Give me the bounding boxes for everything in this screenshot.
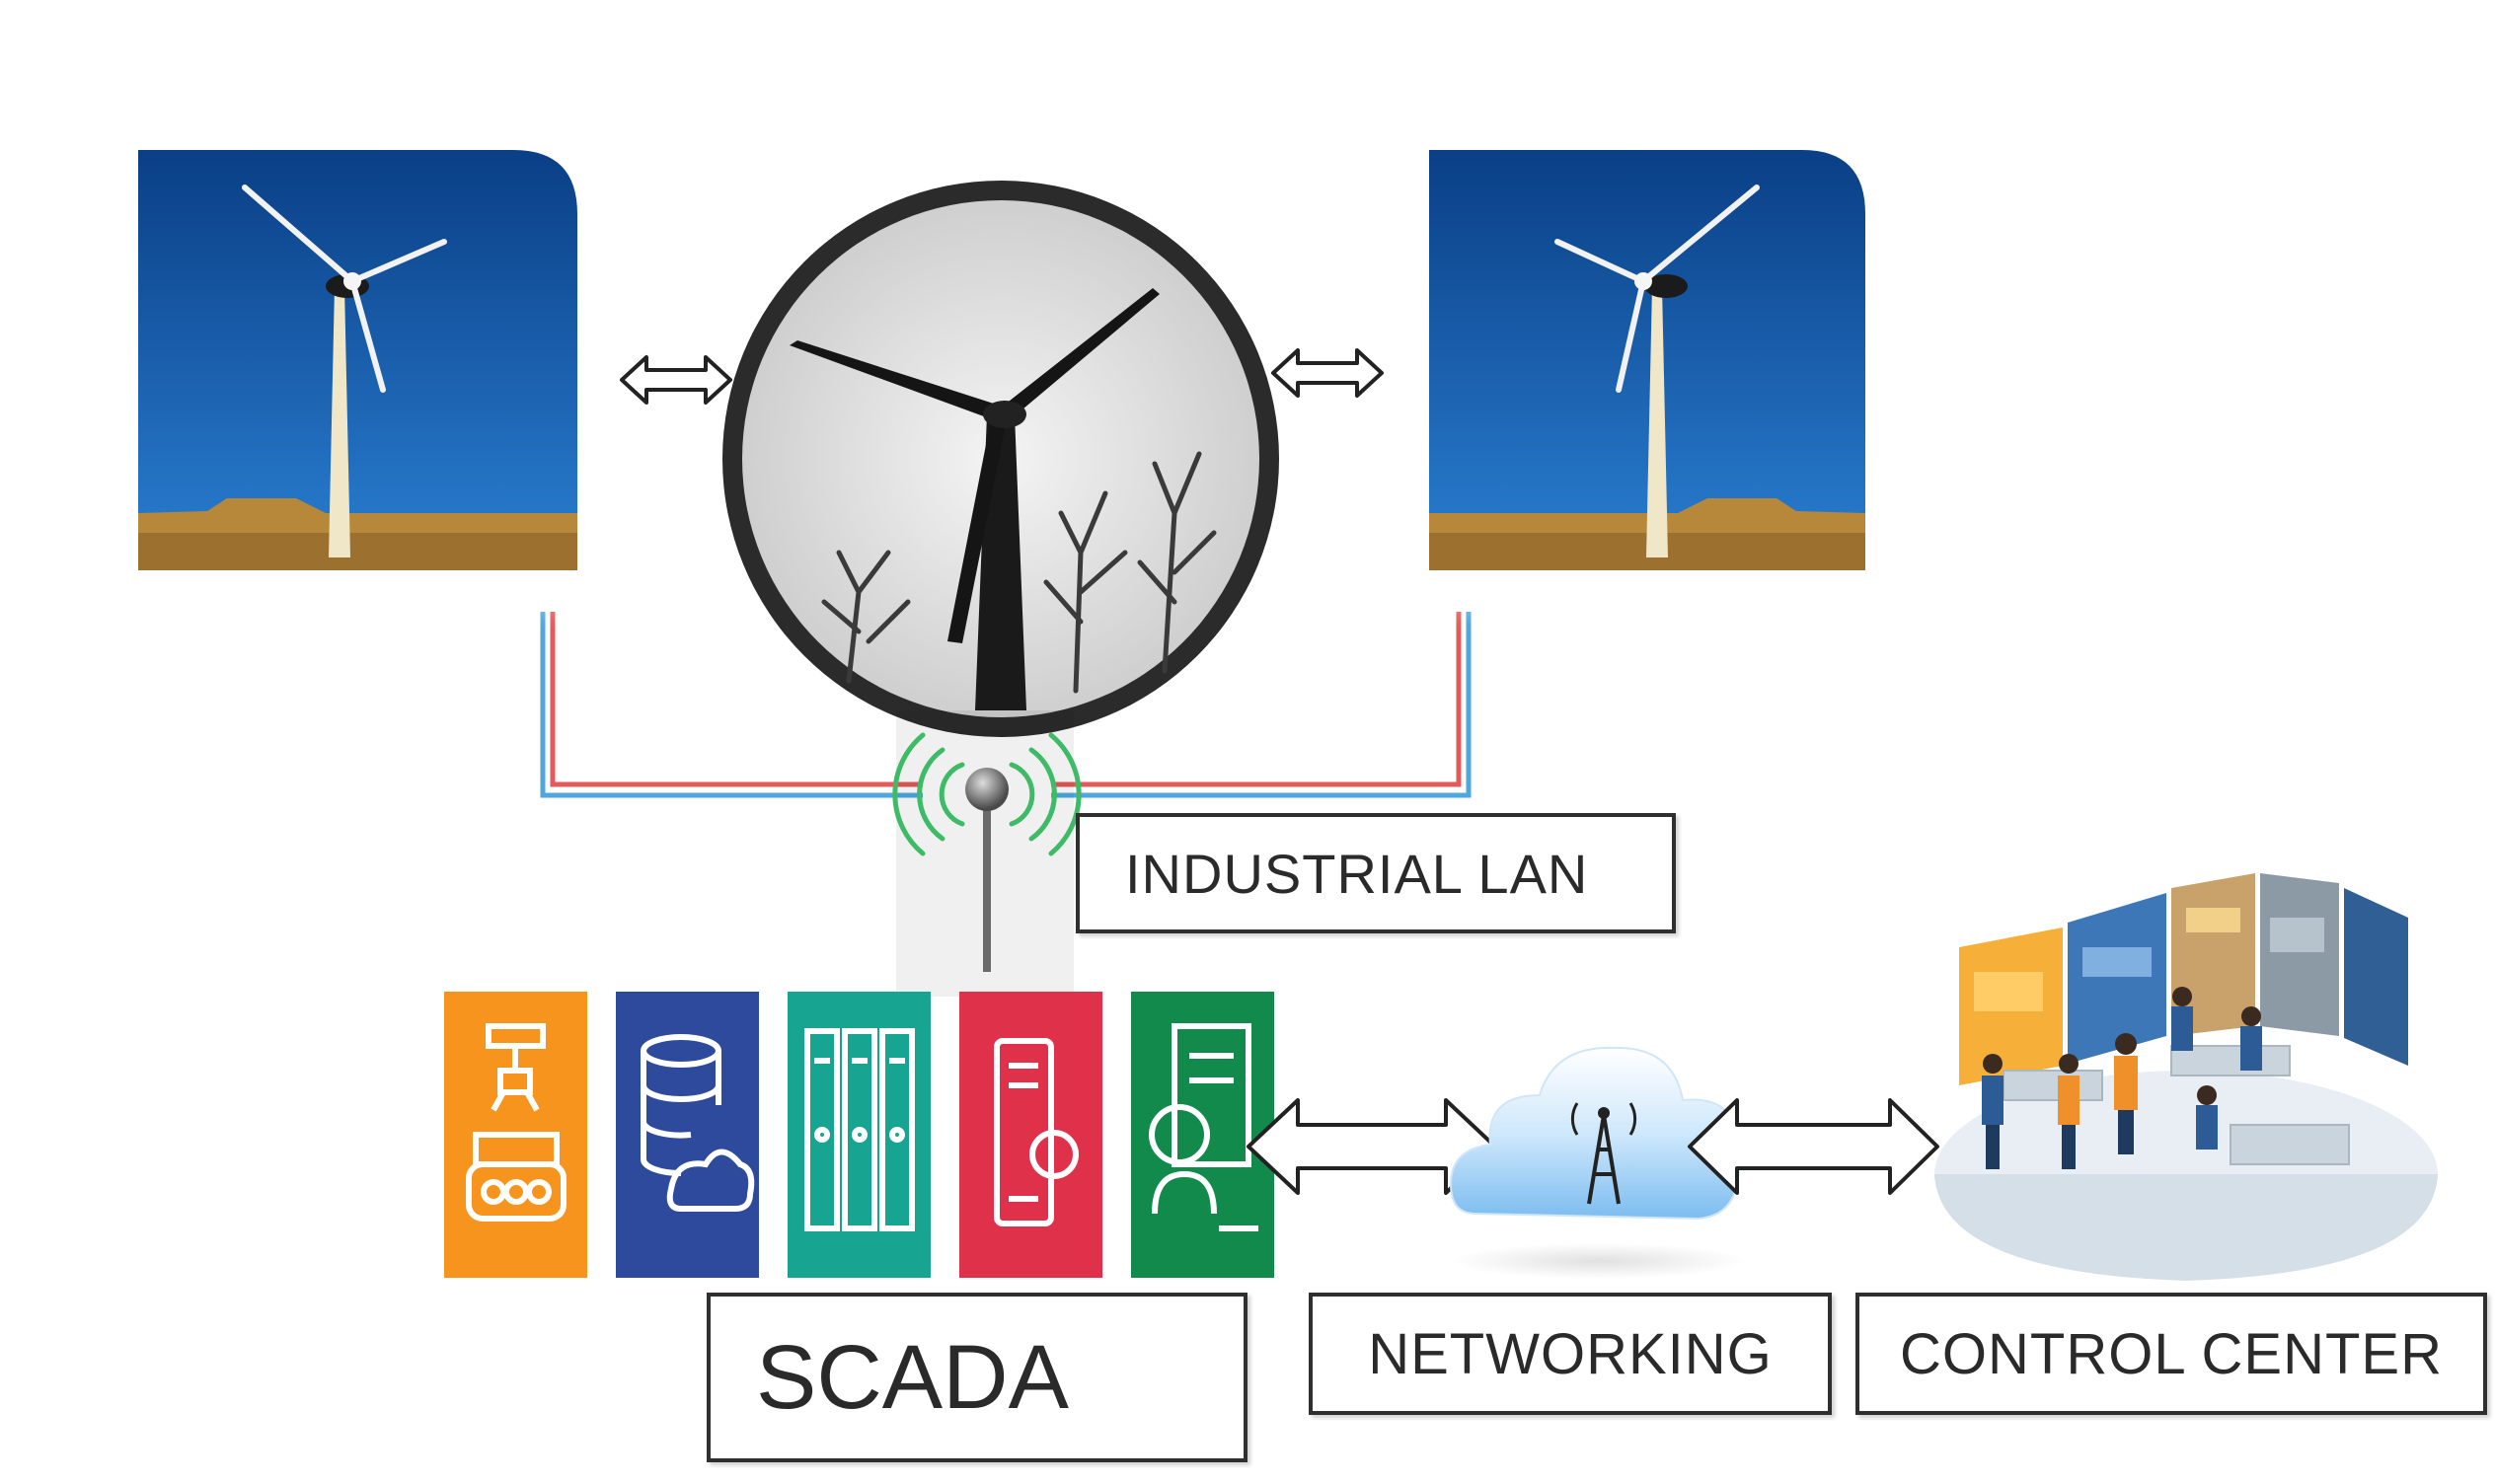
database-cloud-icon bbox=[641, 1034, 755, 1212]
turbine-card-right bbox=[1387, 111, 1908, 612]
module-database bbox=[616, 992, 759, 1278]
lan-cables bbox=[540, 612, 1472, 798]
industrial-lan-label: INDUSTRIAL LAN bbox=[1076, 813, 1676, 933]
scada-modules bbox=[444, 992, 1274, 1278]
module-controller bbox=[959, 992, 1102, 1278]
control-room-screens bbox=[1959, 873, 2408, 1085]
antenna-icon bbox=[892, 710, 1082, 997]
turbine-lens-center bbox=[722, 181, 1279, 737]
controller-device-icon bbox=[994, 1038, 1079, 1226]
operator-workstation-icon bbox=[1149, 1023, 1258, 1231]
wind-turbine-photo-left bbox=[138, 150, 577, 570]
control-room-illustration bbox=[1934, 873, 2438, 1281]
wind-turbine-photo-right bbox=[1429, 150, 1865, 570]
networking-label: NETWORKING bbox=[1309, 1293, 1832, 1415]
control-center-label: CONTROL CENTER bbox=[1855, 1293, 2487, 1415]
server-rack-icon bbox=[804, 1028, 915, 1231]
cloud-tower-icon bbox=[1449, 1046, 1747, 1279]
control-room-desks bbox=[2003, 1045, 2350, 1165]
arrow-left-lens bbox=[620, 355, 732, 405]
module-server-rack bbox=[788, 992, 931, 1278]
scada-label: SCADA bbox=[707, 1293, 1248, 1462]
robot-arm-icon bbox=[466, 1023, 567, 1222]
trees-silhouette bbox=[821, 451, 1217, 694]
turbine-card-left bbox=[99, 111, 620, 612]
control-room-people bbox=[1982, 987, 2262, 1169]
module-robot-arm bbox=[444, 992, 587, 1278]
arrow-networking-control-center bbox=[1688, 1098, 1939, 1195]
module-workstation bbox=[1131, 992, 1274, 1278]
arrow-lens-right bbox=[1271, 348, 1384, 398]
